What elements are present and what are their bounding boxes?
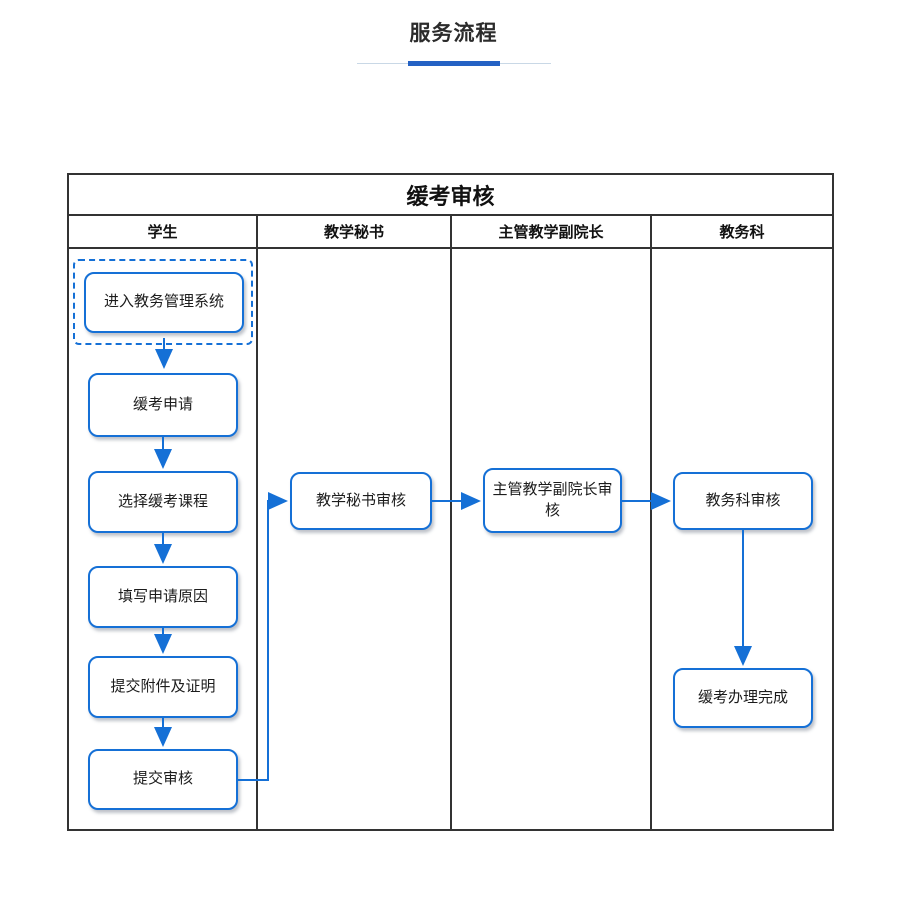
lane-headers: 学生 教学秘书 主管教学副院长 教务科	[69, 216, 832, 249]
lane-header-vice-dean: 主管教学副院长	[452, 216, 652, 247]
lane-body-student	[69, 249, 258, 829]
page-title: 服务流程	[409, 22, 498, 45]
title-underline-accent	[407, 61, 500, 66]
lane-body-vice-dean	[452, 249, 652, 829]
lane-body-academic-office	[652, 249, 832, 829]
lane-header-secretary: 教学秘书	[258, 216, 452, 247]
lane-header-student: 学生	[69, 216, 258, 247]
lane-bodies	[69, 249, 832, 829]
lane-header-academic-office: 教务科	[719, 224, 765, 241]
lane-body-secretary	[258, 249, 452, 829]
page-header: 服务流程	[0, 0, 907, 67]
swimlane-table: 缓考审核 学生 教学秘书 主管教学副院长 教务科	[67, 173, 834, 831]
diagram-title: 缓考审核	[69, 175, 832, 216]
title-underline	[356, 61, 551, 67]
